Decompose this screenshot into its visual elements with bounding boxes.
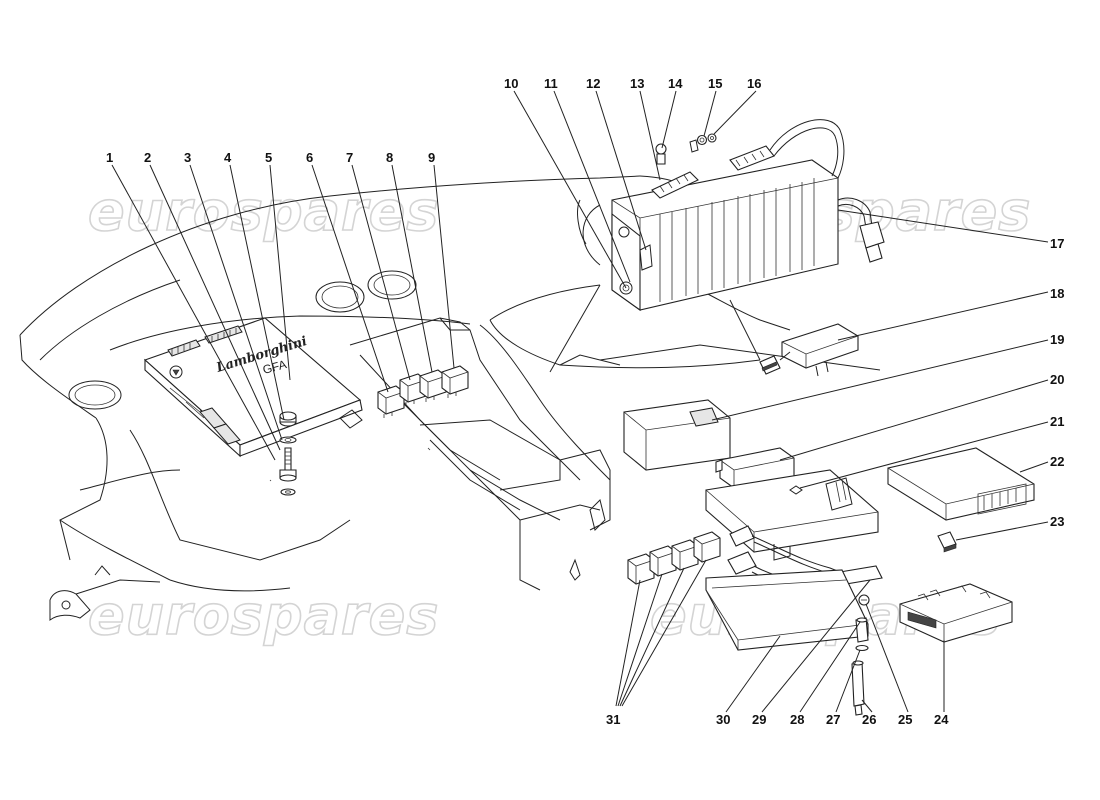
callout-6: 6 (306, 150, 313, 165)
callout-12: 12 (586, 76, 600, 91)
parts-6-9-relays (377, 365, 469, 418)
callout-10: 10 (504, 76, 518, 91)
watermark-bottom-left: eurospares (87, 583, 440, 648)
callout-13: 13 (630, 76, 644, 91)
leader-lines (111, 90, 1049, 713)
part-17-module-assembly (577, 119, 885, 312)
callout-4: 4 (224, 150, 232, 165)
callout-11: 11 (544, 76, 558, 91)
callout-14: 14 (668, 76, 683, 91)
part-20-relay-box (715, 447, 795, 489)
callout-30: 30 (716, 712, 730, 727)
callout-20: 20 (1050, 372, 1064, 387)
callout-18: 18 (1050, 286, 1064, 301)
parts-25-28-fasteners (851, 594, 870, 716)
callout-25: 25 (898, 712, 912, 727)
part-22-control-module (887, 447, 1035, 521)
callout-5: 5 (265, 150, 272, 165)
part-24-electronic-unit (899, 583, 1013, 643)
logo-model-text: GFA (261, 357, 288, 377)
part-18-sensor (759, 323, 859, 377)
callout-8: 8 (386, 150, 393, 165)
callout-24: 24 (934, 712, 949, 727)
part-30-tray (705, 569, 869, 651)
callout-29: 29 (752, 712, 766, 727)
part-5-control-unit-gfa: Lamborghini GFA (143, 317, 363, 458)
callout-19: 19 (1050, 332, 1064, 347)
callout-3: 3 (184, 150, 191, 165)
part-23-fuse (937, 531, 957, 553)
callout-15: 15 (708, 76, 722, 91)
callout-26: 26 (862, 712, 876, 727)
part-31-relays (627, 531, 721, 585)
dashboard-outline (19, 175, 881, 621)
callout-21: 21 (1050, 414, 1064, 429)
callout-28: 28 (790, 712, 804, 727)
callout-23: 23 (1050, 514, 1064, 529)
callout-22: 22 (1050, 454, 1064, 469)
parts-1-4-fastener-stack (279, 411, 297, 496)
callout-9: 9 (428, 150, 435, 165)
callout-labels: 1 2 3 4 5 6 7 8 9 10 11 12 13 14 15 16 1… (106, 76, 1064, 727)
part-19-control-box (623, 399, 731, 471)
callout-27: 27 (826, 712, 840, 727)
callout-7: 7 (346, 150, 353, 165)
callout-16: 16 (747, 76, 761, 91)
callout-2: 2 (144, 150, 151, 165)
watermark-top-left: eurospares (87, 179, 440, 244)
callout-1: 1 (106, 150, 113, 165)
callout-31: 31 (606, 712, 620, 727)
callout-17: 17 (1050, 236, 1064, 251)
